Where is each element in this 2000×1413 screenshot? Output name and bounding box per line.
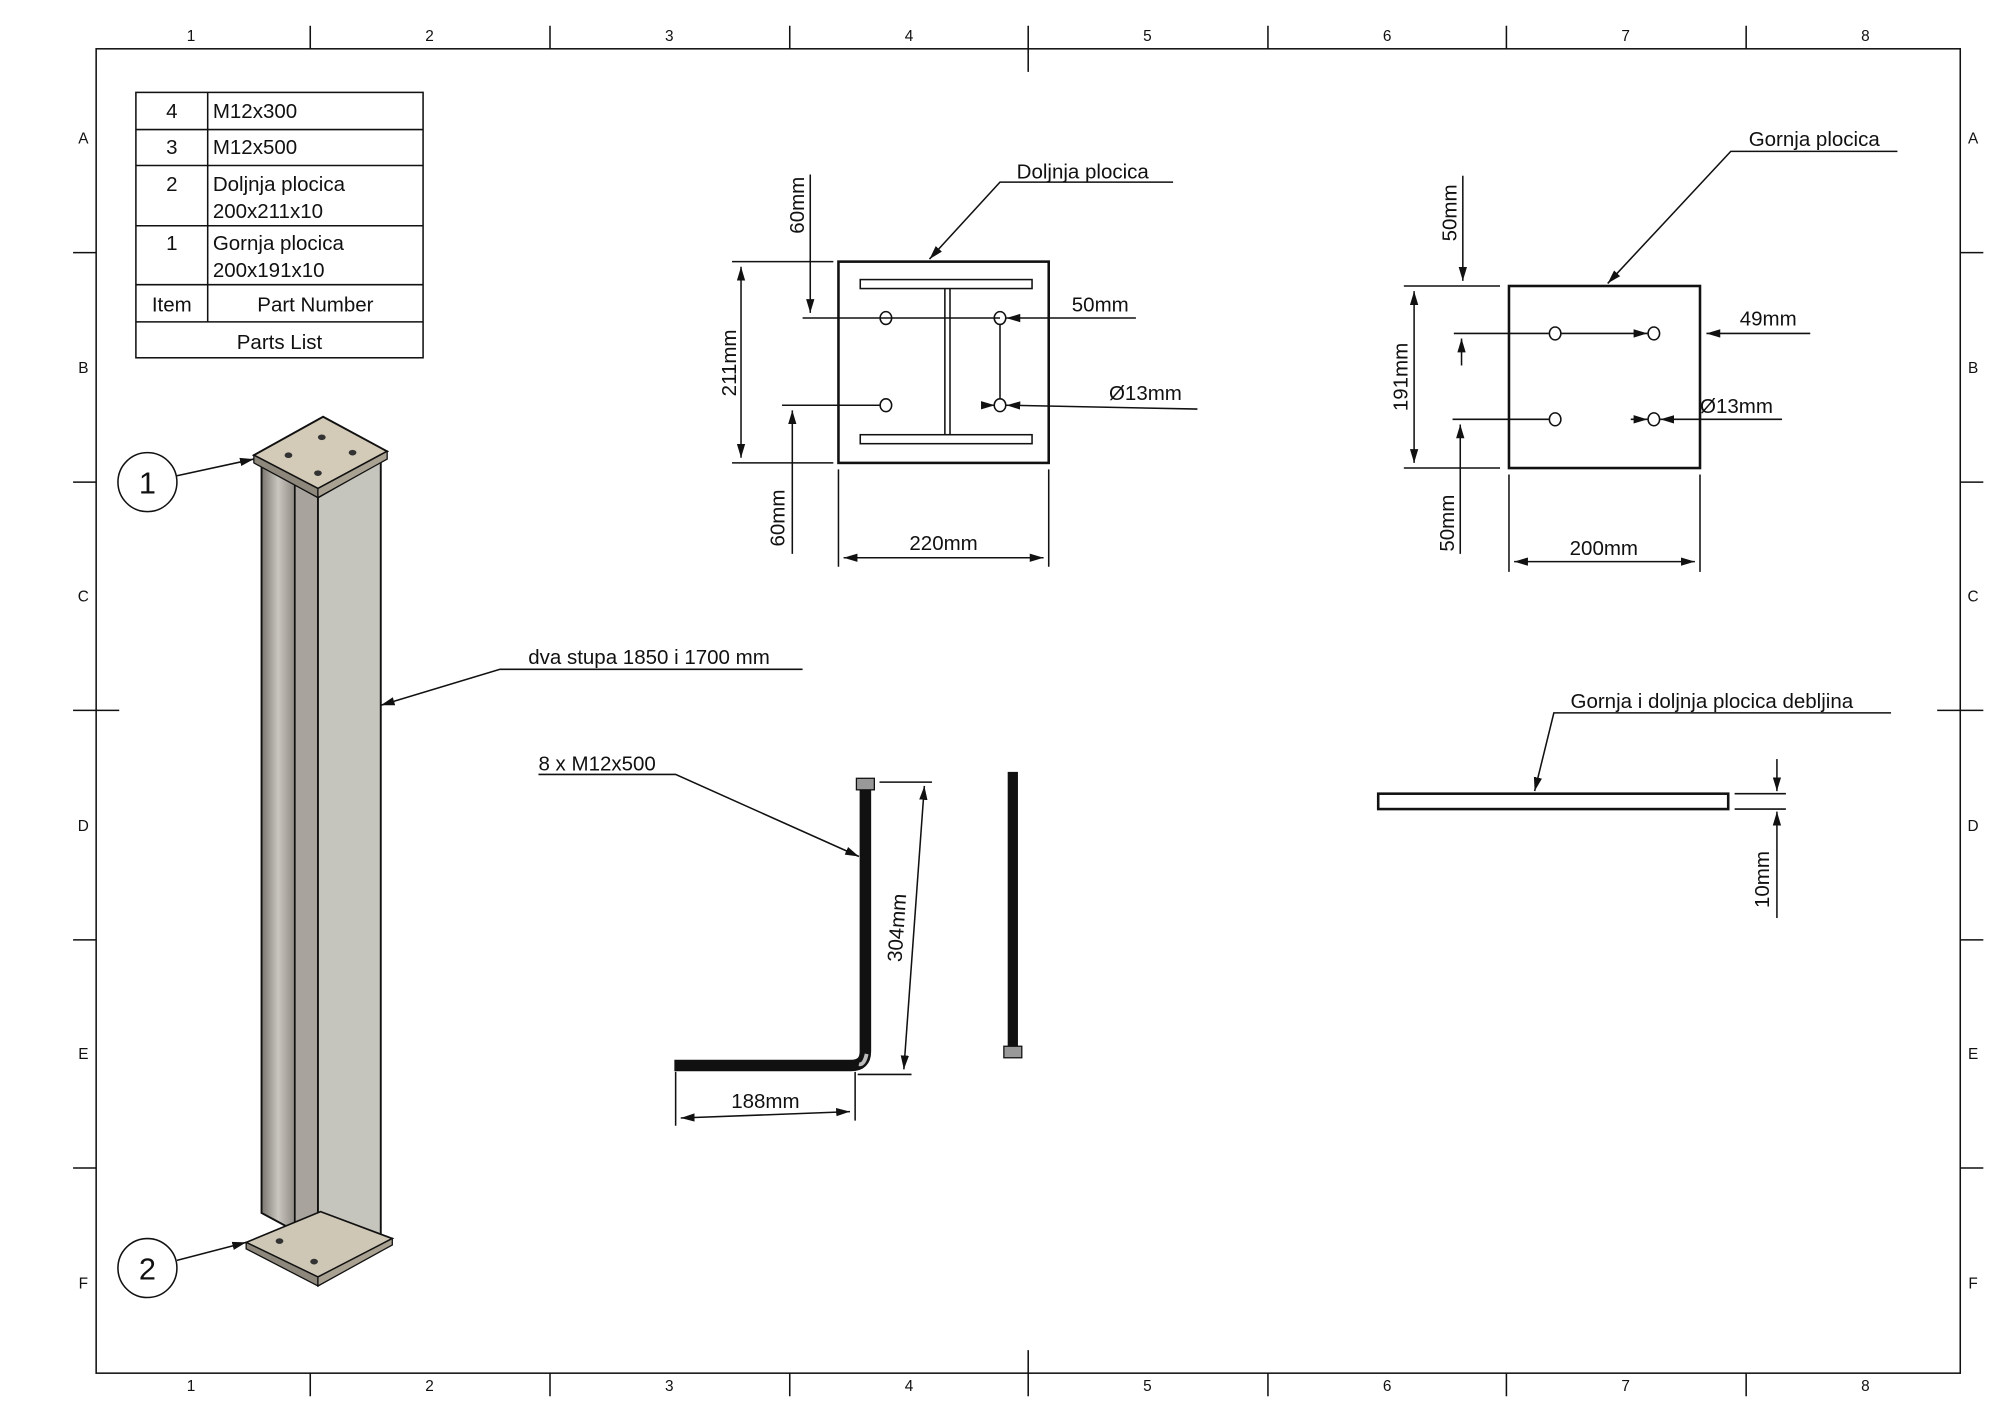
parts-item: 4 bbox=[166, 100, 177, 123]
row-label: C bbox=[1968, 588, 1979, 605]
dim-height: 191mm bbox=[1390, 343, 1413, 411]
parts-list-title: Parts List bbox=[237, 331, 323, 354]
parts-number: Doljnja plocica bbox=[213, 173, 346, 196]
col-label: 2 bbox=[425, 28, 434, 45]
dim-bottom: 60mm bbox=[767, 490, 790, 547]
col-label: 4 bbox=[905, 28, 914, 45]
col-label: 3 bbox=[665, 1378, 674, 1395]
col-label: 2 bbox=[425, 1378, 434, 1395]
dim-hole-offset: 49mm bbox=[1740, 308, 1797, 331]
row-label: A bbox=[1968, 131, 1979, 148]
col-label: 7 bbox=[1621, 28, 1630, 45]
anchor-bolt-view: 8 x M12x500 304mm 188mm bbox=[538, 753, 1023, 1126]
dim-width: 200mm bbox=[1570, 537, 1638, 560]
header-part-number: Part Number bbox=[257, 294, 373, 317]
dim-bottom: 50mm bbox=[1436, 495, 1459, 552]
row-label: A bbox=[78, 131, 89, 148]
col-label: 1 bbox=[187, 28, 196, 45]
bottom-plate-label: Doljnja plocica bbox=[1017, 160, 1150, 183]
dim-bolt-horizontal: 188mm bbox=[731, 1090, 799, 1113]
parts-item: 2 bbox=[166, 173, 177, 196]
plate-thickness-view: Gornja i doljnja plocica debljina 10mm bbox=[1376, 690, 1892, 919]
zone-dividers bbox=[73, 25, 1984, 1397]
col-label: 5 bbox=[1143, 28, 1152, 45]
col-label: 3 bbox=[665, 28, 674, 45]
dim-thickness: 10mm bbox=[1751, 851, 1774, 908]
row-label: C bbox=[78, 588, 89, 605]
parts-number-line2: 200x191x10 bbox=[213, 259, 325, 282]
dim-top: 60mm bbox=[786, 177, 809, 234]
col-label: 7 bbox=[1621, 1378, 1630, 1395]
isometric-column-view: 1 2 dva stupa 1850 i 1700 mm bbox=[117, 415, 803, 1299]
top-plate-label: Gornja plocica bbox=[1749, 128, 1881, 151]
balloon-1-label: 1 bbox=[139, 466, 156, 501]
row-label: B bbox=[78, 360, 88, 377]
col-label: 1 bbox=[187, 1378, 196, 1395]
dim-width: 220mm bbox=[909, 532, 977, 555]
row-label: E bbox=[1968, 1046, 1978, 1063]
col-label: 4 bbox=[905, 1378, 914, 1395]
parts-item: 1 bbox=[166, 232, 177, 255]
row-label: B bbox=[1968, 360, 1978, 377]
row-label: F bbox=[1968, 1276, 1977, 1293]
balloon-2-label: 2 bbox=[139, 1252, 156, 1287]
row-label: D bbox=[1968, 818, 1979, 835]
parts-number: M12x500 bbox=[213, 136, 297, 159]
dim-top: 50mm bbox=[1438, 184, 1461, 241]
dim-hole-diameter: Ø13mm bbox=[1109, 382, 1182, 405]
dim-hole-offset: 50mm bbox=[1072, 294, 1129, 317]
parts-number-line2: 200x211x10 bbox=[213, 200, 323, 223]
col-label: 8 bbox=[1861, 28, 1870, 45]
column-note: dva stupa 1850 i 1700 mm bbox=[528, 646, 770, 669]
dim-bolt-vertical: 304mm bbox=[884, 893, 912, 963]
row-label: E bbox=[78, 1046, 88, 1063]
parts-number: M12x300 bbox=[213, 100, 297, 123]
zone-labels: 1 2 3 4 5 6 7 8 1 2 3 4 5 6 7 8 A B C D … bbox=[78, 28, 1979, 1395]
dim-height: 211mm bbox=[718, 329, 741, 396]
balloon-1 bbox=[117, 451, 178, 513]
balloon-2 bbox=[117, 1237, 178, 1299]
row-label: F bbox=[79, 1276, 88, 1293]
header-item: Item bbox=[152, 294, 192, 317]
bolt-label: 8 x M12x500 bbox=[538, 753, 655, 776]
col-label: 6 bbox=[1383, 1378, 1392, 1395]
parts-number: Gornja plocica bbox=[213, 232, 345, 255]
col-label: 8 bbox=[1861, 1378, 1870, 1395]
top-plate-view: Gornja plocica 49mm Ø13mm 200mm 191mm 50… bbox=[1390, 128, 1898, 572]
col-label: 5 bbox=[1143, 1378, 1152, 1395]
parts-list-table: 4 M12x300 3 M12x500 2 Doljnja plocica 20… bbox=[135, 91, 424, 359]
bottom-plate-view: Doljnja plocica 50mm Ø13mm 220mm 211mm 6… bbox=[718, 160, 1198, 567]
dim-hole-diameter: Ø13mm bbox=[1700, 395, 1773, 418]
parts-item: 3 bbox=[166, 136, 177, 159]
col-label: 6 bbox=[1383, 28, 1392, 45]
thickness-label: Gornja i doljnja plocica debljina bbox=[1571, 690, 1854, 713]
row-label: D bbox=[78, 818, 89, 835]
